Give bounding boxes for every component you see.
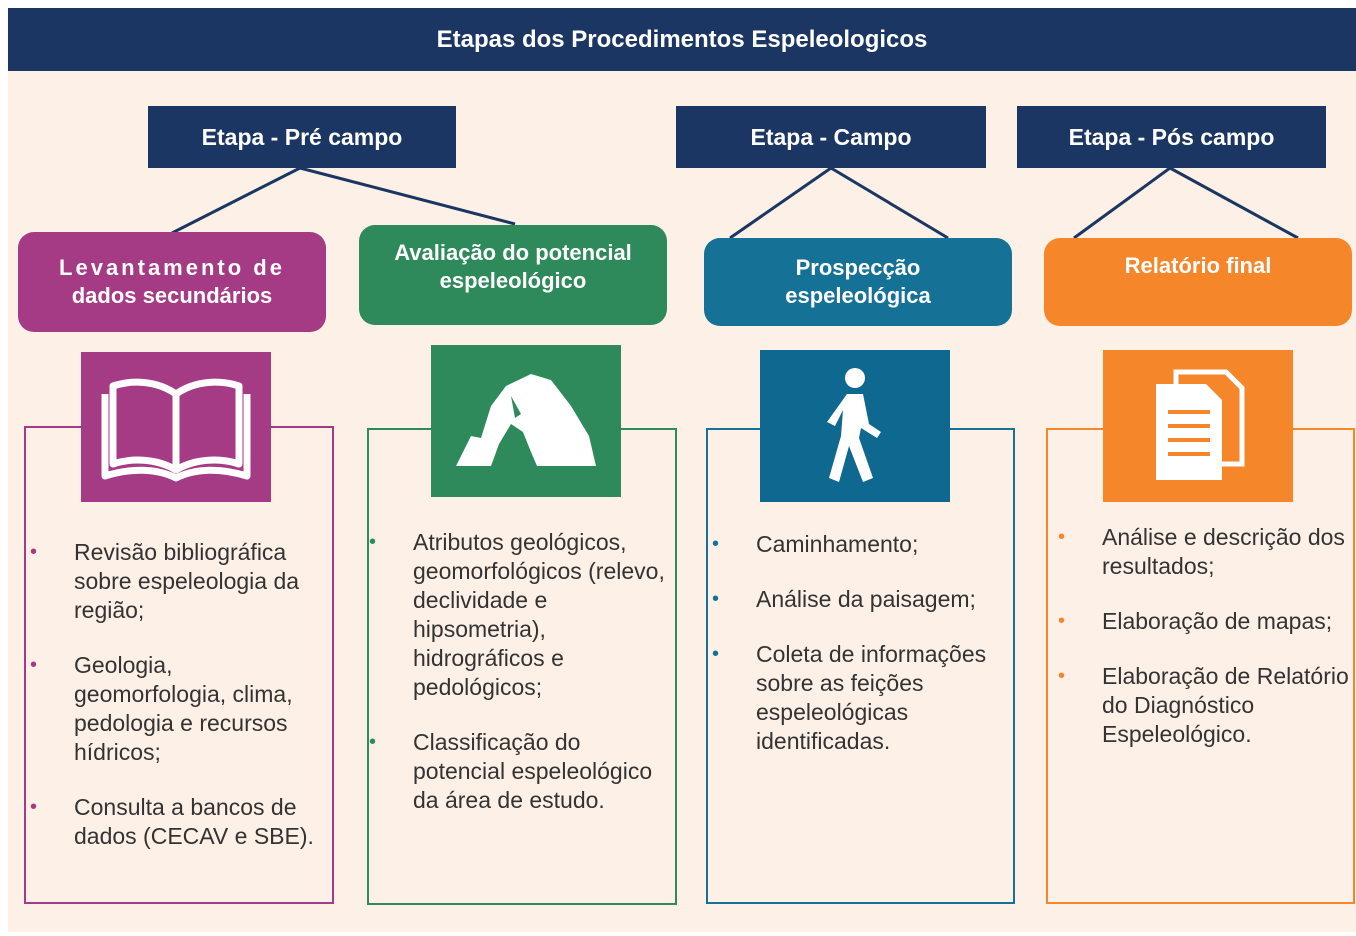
- step-title-line2: espeleológico: [439, 268, 587, 293]
- document-icon: [1103, 350, 1293, 502]
- stage-campo: Etapa - Campo: [676, 106, 986, 168]
- step-title-line2: dados secundários: [71, 283, 273, 308]
- list-item: •Geologia, geomorfologia, clima, pedolog…: [30, 652, 293, 765]
- list-item: •Consulta a bancos de dados (CECAV e SBE…: [30, 794, 314, 849]
- connector-line: [1073, 166, 1171, 240]
- step-avaliacao: Avaliação do potencial espeleológico: [359, 225, 667, 325]
- list-item: •Revisão bibliográfica sobre espeleologi…: [30, 539, 300, 623]
- list-relatorio: •Análise e descrição dos resultados; •El…: [1054, 523, 1349, 775]
- bullet: •: [712, 533, 720, 555]
- connector-line: [171, 166, 301, 235]
- walking-person-icon: [760, 350, 950, 502]
- stage-pre-campo: Etapa - Pré campo: [148, 106, 456, 168]
- list-prospeccao: •Caminhamento; •Análise da paisagem; •Co…: [708, 530, 1003, 782]
- bullet: •: [369, 731, 377, 753]
- bullet: •: [1058, 610, 1066, 632]
- bullet: •: [30, 654, 38, 676]
- list-item: •Elaboração de mapas;: [1058, 608, 1333, 634]
- step-title-line1: Levantamento de: [59, 255, 285, 280]
- list-avaliacao: •Atributos geológicos, geomorfológicos (…: [365, 528, 665, 841]
- connector-line: [830, 166, 949, 240]
- connector-line: [1169, 166, 1299, 240]
- list-item: •Elaboração de Relatório do Diagnóstico …: [1058, 663, 1349, 747]
- diagram-title: Etapas dos Procedimentos Espeleologicos: [8, 8, 1356, 71]
- step-levantamento: Levantamento de dados secundários: [18, 232, 326, 332]
- step-title-line1: Avaliação do potencial: [394, 240, 632, 265]
- step-relatorio: Relatório final: [1044, 238, 1352, 326]
- stage-pos-campo: Etapa - Pós campo: [1017, 106, 1326, 168]
- step-prospeccao: Prospecção espeleológica: [704, 238, 1012, 326]
- step-title-line1: Prospecção: [795, 255, 921, 280]
- connector-line: [729, 166, 832, 240]
- list-item: •Classificação do potencial espeleológic…: [369, 729, 653, 813]
- bullet: •: [30, 796, 38, 818]
- list-levantamento: •Revisão bibliográfica sobre espeleologi…: [26, 538, 326, 877]
- bullet: •: [369, 531, 377, 553]
- bullet: •: [1058, 665, 1066, 687]
- bullet: •: [30, 541, 38, 563]
- book-icon: [81, 352, 271, 502]
- list-item: •Análise e descrição dos resultados;: [1058, 524, 1345, 579]
- list-item: •Atributos geológicos, geomorfológicos (…: [369, 529, 665, 700]
- connector-line: [299, 166, 516, 226]
- list-item: •Análise da paisagem;: [712, 586, 976, 612]
- bullet: •: [712, 588, 720, 610]
- step-title-line2: espeleológica: [785, 283, 931, 308]
- step-title-line1: Relatório final: [1124, 253, 1272, 278]
- list-item: •Coleta de informações sobre as feições …: [712, 641, 987, 754]
- cave-rock-icon: [431, 345, 621, 497]
- bullet: •: [712, 643, 720, 665]
- list-item: •Caminhamento;: [712, 531, 919, 557]
- bullet: •: [1058, 526, 1066, 548]
